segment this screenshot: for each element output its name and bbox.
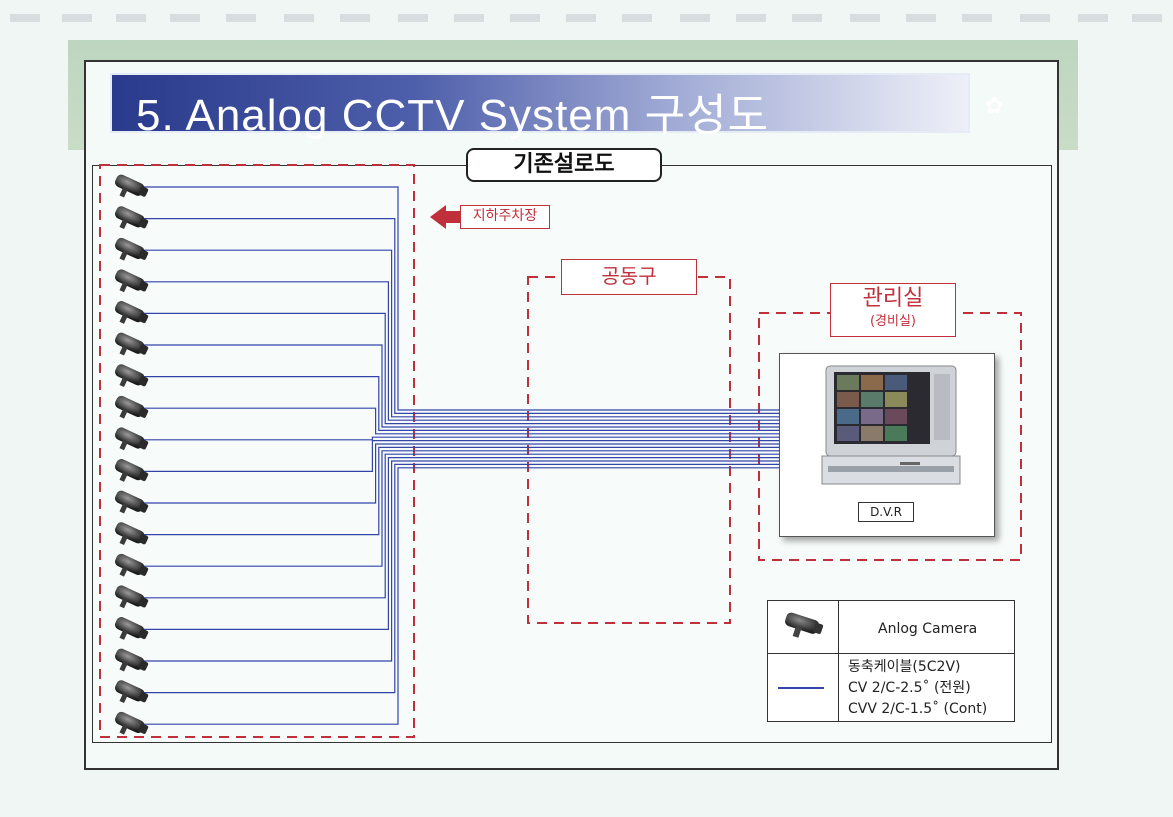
cable-line	[140, 440, 779, 472]
flower-icon: ✿	[985, 94, 1004, 119]
cameras	[115, 174, 149, 735]
office-label-main: 관리실	[862, 286, 924, 311]
legend-divider-horizontal	[768, 653, 1014, 654]
cctv-camera-icon	[115, 522, 149, 546]
cable-line	[140, 450, 779, 567]
legend-cable-line-1: 동축케이블(5C2V)	[848, 659, 961, 675]
cable-line	[140, 249, 779, 418]
cable-line	[140, 467, 779, 725]
cctv-camera-icon	[115, 364, 149, 388]
cable-line	[140, 281, 779, 421]
cctv-camera-icon	[115, 269, 149, 293]
cctv-camera-icon	[115, 490, 149, 514]
cable-line	[140, 407, 779, 435]
left-arrow-icon	[430, 205, 460, 229]
legend-cable-text: 동축케이블(5C2V) CV 2/C-2.5˚ (전원) CVV 2/C-1.5…	[848, 657, 987, 720]
cctv-camera-icon	[115, 301, 149, 324]
legend-cable-line	[778, 687, 824, 689]
cable-line	[140, 460, 779, 662]
cable-lines	[140, 186, 779, 725]
cctv-camera-icon	[115, 427, 149, 451]
cctv-camera-icon	[115, 332, 149, 356]
common-duct-label: 공동구	[561, 259, 697, 295]
legend-camera-icon	[785, 612, 824, 638]
cable-line	[140, 436, 779, 441]
cctv-camera-icon	[115, 680, 149, 704]
parking-label: 지하주차장	[460, 205, 550, 229]
cable-line	[140, 218, 779, 414]
title-bar	[110, 73, 970, 133]
legend-cable-line-3: CVV 2/C-1.5˚ (Cont)	[848, 701, 988, 717]
legend-camera-label: Anlog Camera	[878, 621, 978, 637]
cctv-camera-icon	[115, 206, 149, 230]
cctv-camera-icon	[115, 459, 149, 482]
dvr-panel	[779, 353, 995, 537]
cable-line	[140, 312, 779, 425]
cctv-camera-icon	[115, 553, 149, 577]
office-label: 관리실 (경비실)	[830, 283, 956, 337]
office-label-sub: (경비실)	[869, 314, 917, 329]
cctv-camera-icon	[115, 174, 149, 198]
section-label: 기존설로도	[466, 148, 662, 182]
dvr-label: D.V.R	[858, 502, 914, 522]
legend-divider-vertical	[838, 601, 839, 721]
cctv-camera-icon	[115, 617, 149, 640]
cable-line	[140, 376, 779, 431]
dvr-monitor-icon	[821, 365, 961, 485]
cable-line	[140, 443, 779, 504]
legend-cable-line-2: CV 2/C-2.5˚ (전원)	[848, 680, 971, 696]
cable-line	[140, 453, 779, 599]
slide-title: 5. Analog CCTV System 구성도	[136, 91, 770, 140]
legend: Anlog Camera 동축케이블(5C2V) CV 2/C-2.5˚ (전원…	[767, 600, 1015, 722]
cctv-camera-icon	[115, 237, 149, 261]
cctv-camera-icon	[115, 648, 149, 672]
cable-line	[140, 457, 779, 630]
cctv-camera-icon	[115, 585, 149, 609]
common-duct-zone	[527, 276, 731, 624]
cable-line	[140, 446, 779, 536]
top-strip	[0, 14, 1173, 24]
cctv-camera-icon	[115, 395, 149, 419]
cable-line	[140, 186, 779, 411]
cable-line	[140, 344, 779, 428]
cctv-camera-icon	[115, 711, 149, 735]
cable-line	[140, 463, 779, 694]
